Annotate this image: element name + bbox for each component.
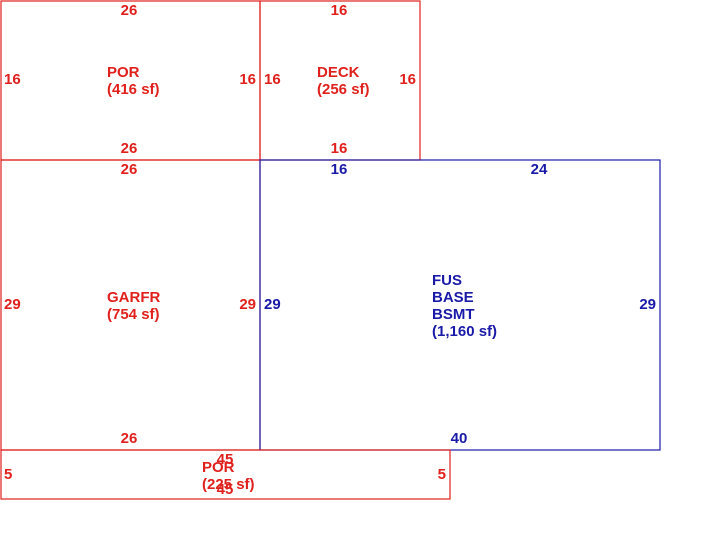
garfr-dim-right: 29 bbox=[239, 296, 256, 313]
deck-dim-right: 16 bbox=[399, 71, 416, 88]
por-bottom-area: (225 sf) bbox=[202, 476, 255, 493]
por-top-dim-right: 16 bbox=[239, 71, 256, 88]
por-bottom-dim-left: 5 bbox=[4, 466, 12, 483]
por-bottom-dim-top: 45 bbox=[217, 451, 234, 468]
deck-dim-top: 16 bbox=[331, 2, 348, 19]
deck-dim-bottom: 16 bbox=[331, 140, 348, 157]
garfr-dim-top: 26 bbox=[121, 161, 138, 178]
por-top-label: POR bbox=[107, 64, 140, 81]
por-bottom-label: POR bbox=[202, 459, 235, 476]
bsmt-label-line-1: FUS bbox=[432, 272, 462, 289]
deck-dim-left: 16 bbox=[264, 71, 281, 88]
garfr-dim-bottom: 26 bbox=[121, 430, 138, 447]
por-top-dim-top: 26 bbox=[121, 2, 138, 19]
garfr-dim-left: 29 bbox=[4, 296, 21, 313]
bsmt-area: (1,160 sf) bbox=[432, 323, 497, 340]
deck-area: (256 sf) bbox=[317, 81, 370, 98]
bsmt-dim-right: 29 bbox=[639, 296, 656, 313]
bsmt-dim-top-left: 16 bbox=[331, 161, 348, 178]
bsmt-label-line-3: BSMT bbox=[432, 306, 475, 323]
bsmt-label-line-2: BASE bbox=[432, 289, 474, 306]
por-top-dim-bottom: 26 bbox=[121, 140, 138, 157]
deck-label: DECK bbox=[317, 64, 360, 81]
por-top-dim-left: 16 bbox=[4, 71, 21, 88]
bsmt-dim-bottom: 40 bbox=[451, 430, 468, 447]
bsmt-outline bbox=[259, 159, 661, 451]
bsmt-dim-top-right: 24 bbox=[531, 161, 548, 178]
garfr-label: GARFR bbox=[107, 289, 160, 306]
garfr-area: (754 sf) bbox=[107, 306, 160, 323]
por-bottom-outline bbox=[0, 449, 451, 500]
por-top-area: (416 sf) bbox=[107, 81, 160, 98]
por-bottom-dim-right: 5 bbox=[438, 466, 446, 483]
por-bottom-dim-bottom: 45 bbox=[217, 481, 234, 498]
bsmt-dim-left: 29 bbox=[264, 296, 281, 313]
